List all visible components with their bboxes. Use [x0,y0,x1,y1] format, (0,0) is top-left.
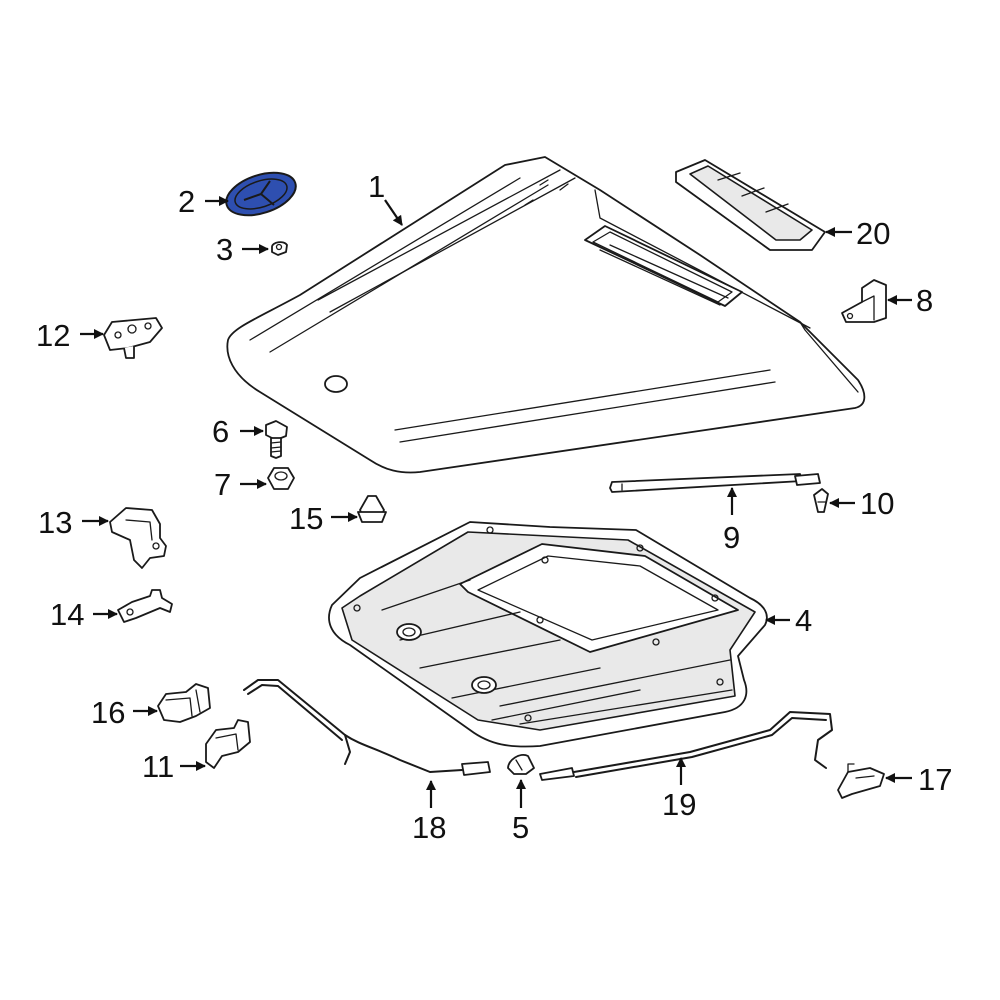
nut-part-7 [267,467,295,490]
callout-8: 8 [916,283,933,318]
emblem-part [225,171,297,217]
release-cable-part-19 [539,711,833,781]
latch-part-16 [157,683,211,723]
cable-bracket-part-17 [837,763,885,799]
callout-14: 14 [50,597,84,632]
callout-arrows [80,196,912,808]
hood-panel [226,156,866,474]
callout-2: 2 [178,184,195,219]
bracket-part-8 [841,279,887,323]
latch-part-11 [205,719,251,769]
callout-20: 20 [856,216,890,251]
callout-15: 15 [289,501,323,536]
callout-labels: 1 2 3 4 5 6 7 8 9 10 11 12 13 14 15 16 1… [36,169,952,845]
callout-5: 5 [512,810,529,845]
callout-6: 6 [212,414,229,449]
clip-part-5 [507,754,535,775]
release-cable-part-18 [243,679,491,776]
bracket-part-12 [103,317,163,359]
callout-9: 9 [723,520,740,555]
callout-10: 10 [860,486,894,521]
bracket-part-14 [117,589,173,623]
hood-prop-rod-part [609,473,821,493]
callout-19: 19 [662,787,696,822]
striker-bracket-part-13 [109,507,167,569]
bolt-part-6 [265,420,288,459]
pin-part-10 [813,488,829,513]
callout-3: 3 [216,232,233,267]
callout-12: 12 [36,318,70,353]
callout-13: 13 [38,505,72,540]
callout-1: 1 [368,169,385,204]
arrow-1 [384,199,403,226]
vent-grille-part [675,159,826,251]
clip-part-15 [357,495,387,523]
callout-4: 4 [795,603,812,638]
hood-insulation-part [328,521,768,748]
callout-7: 7 [214,467,231,502]
callout-17: 17 [918,762,952,797]
callout-18: 18 [412,810,446,845]
callout-11: 11 [142,749,174,784]
callout-16: 16 [91,695,125,730]
clip-part-3 [271,241,288,256]
